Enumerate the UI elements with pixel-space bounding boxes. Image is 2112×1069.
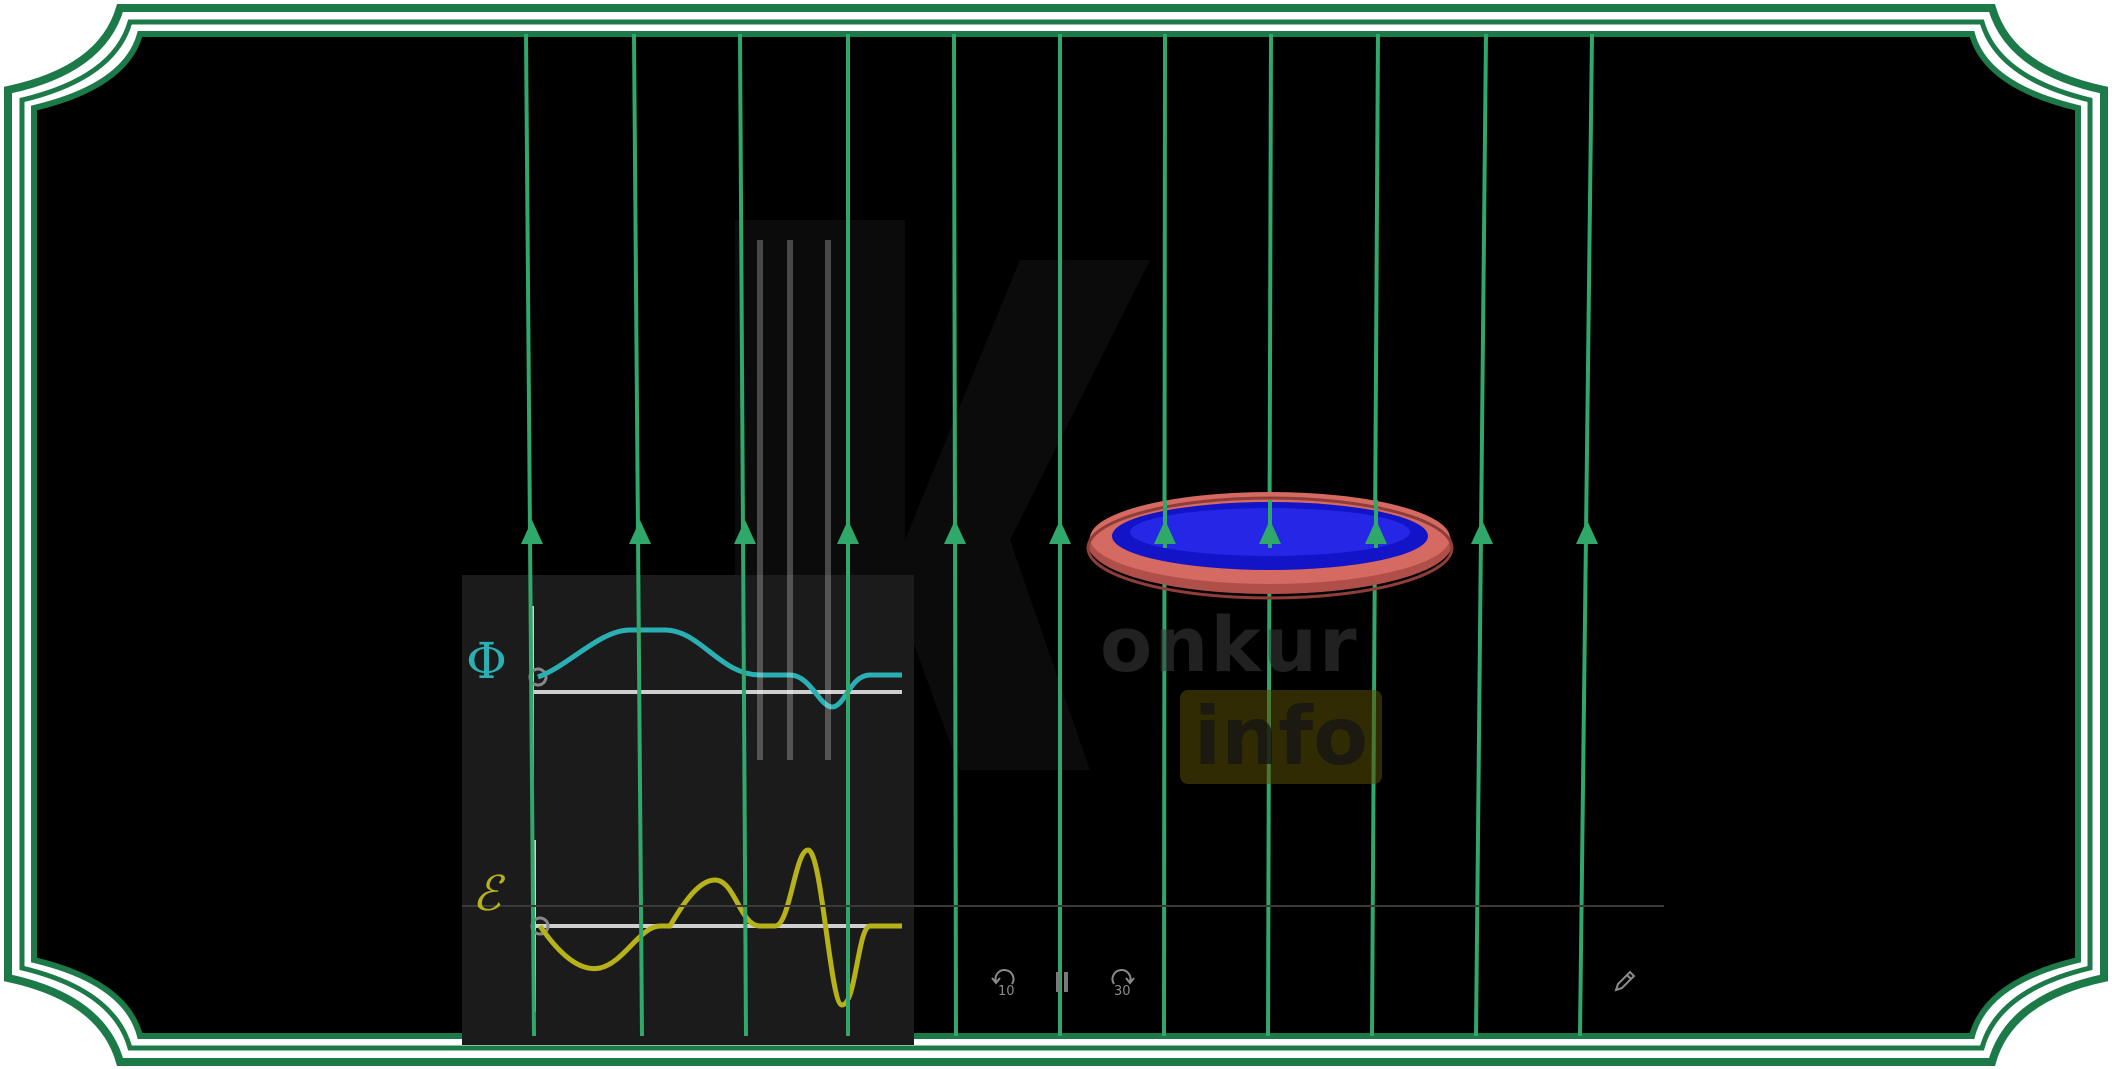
pause-icon bbox=[1056, 972, 1060, 992]
pencil-icon bbox=[1614, 970, 1636, 992]
flux-curve bbox=[537, 627, 902, 710]
graph-panel bbox=[462, 575, 914, 1045]
field-arrowheads bbox=[521, 500, 1598, 548]
emf-axis-label: ℰ bbox=[472, 866, 502, 922]
field-arrow bbox=[1049, 520, 1071, 544]
forward-seconds: 30 bbox=[1114, 984, 1131, 999]
rewind-seconds: 10 bbox=[998, 984, 1015, 999]
field-arrow bbox=[944, 520, 966, 544]
rewind-10-icon bbox=[991, 969, 1015, 985]
watermark-brand-text: onkur bbox=[1100, 600, 1359, 689]
field-arrow bbox=[521, 520, 543, 544]
forward-30-icon bbox=[1111, 969, 1135, 985]
pause-button[interactable] bbox=[1054, 972, 1070, 994]
emf-curve bbox=[537, 847, 902, 1008]
watermark-tld-text: info bbox=[1180, 690, 1382, 784]
forward-button[interactable]: 30 bbox=[1106, 968, 1136, 1002]
field-arrow bbox=[734, 520, 756, 544]
field-arrow bbox=[1471, 520, 1493, 544]
rewind-button[interactable]: 10 bbox=[990, 968, 1020, 1002]
field-arrow bbox=[629, 520, 651, 544]
pause-icon-bar bbox=[1064, 972, 1068, 992]
edit-button[interactable] bbox=[1610, 966, 1640, 996]
field-arrow bbox=[1576, 520, 1598, 544]
flux-axis-label: Φ bbox=[466, 632, 507, 690]
overlay-streaks bbox=[757, 240, 831, 760]
field-arrow bbox=[837, 520, 859, 544]
